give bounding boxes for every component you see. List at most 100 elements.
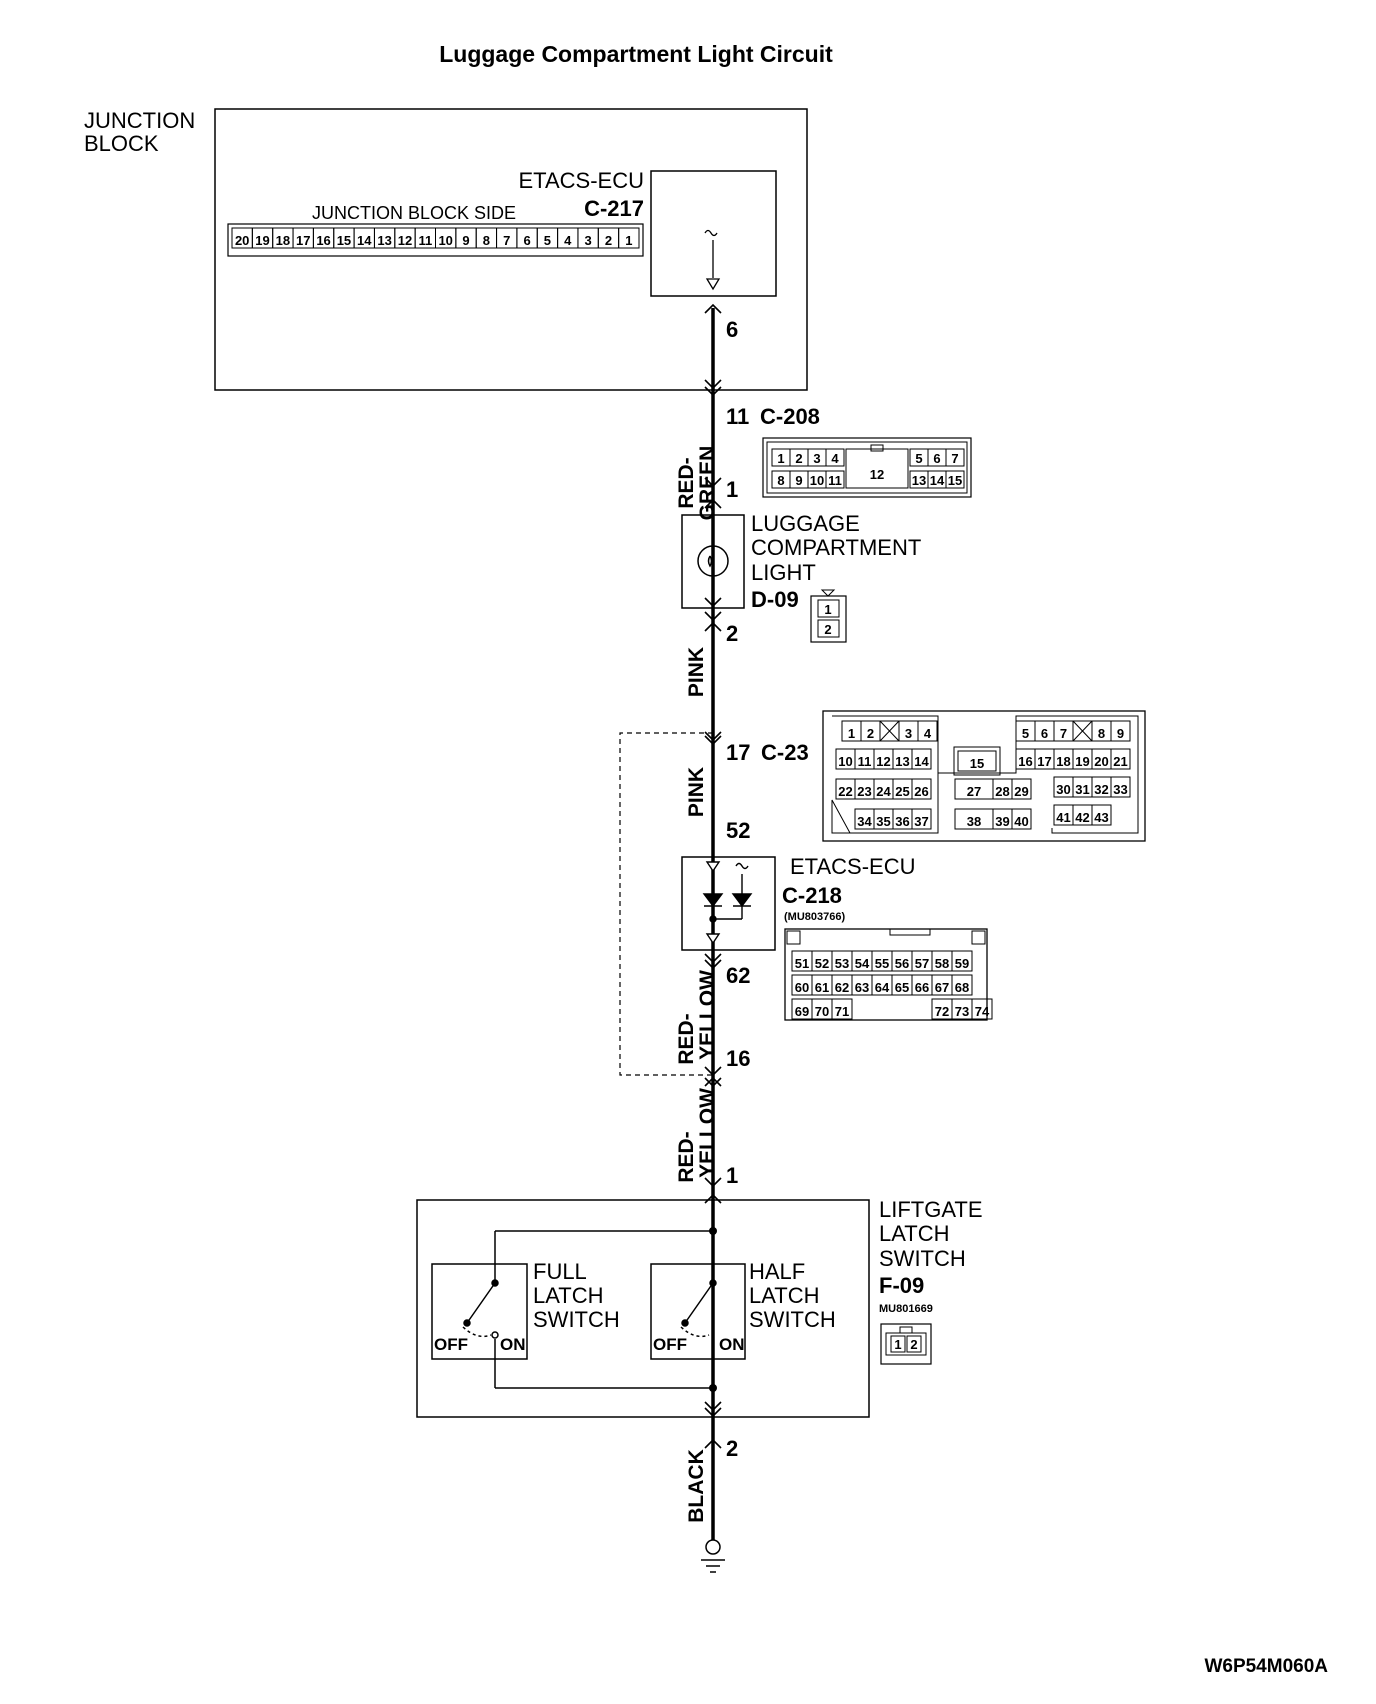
- c217-pin-13: 13: [377, 233, 391, 248]
- c23-pin-29-cell: [1011, 778, 1032, 800]
- c23-pin-6: 6: [1041, 726, 1048, 741]
- ecu-source-symbol: [704, 229, 721, 291]
- full-off-label: OFF: [434, 1335, 468, 1354]
- c23-pin-14: 14: [914, 754, 929, 769]
- c23-pin-34: 34: [857, 814, 872, 829]
- liftgate-label-3: SWITCH: [879, 1246, 966, 1271]
- half-latch-label-1: HALF: [749, 1259, 805, 1284]
- c23-pin-2: 2: [867, 726, 874, 741]
- c23-pin-33-cell: [1110, 776, 1131, 798]
- c23-pin-24: 24: [876, 784, 891, 799]
- c218-pin-74-cell: [971, 998, 993, 1020]
- c218-pin-60: 60: [795, 980, 809, 995]
- c23-pin-42: 42: [1075, 810, 1089, 825]
- c218-pin-72: 72: [935, 1004, 949, 1019]
- c208-pin-15-cell: [945, 470, 965, 489]
- c208-pin-13: 13: [912, 473, 926, 488]
- c23-pin-27: 27: [967, 784, 981, 799]
- half-on-label: ON: [719, 1335, 745, 1354]
- c23-pin-4-cell: [917, 720, 938, 742]
- c23-pin-35: 35: [876, 814, 890, 829]
- chevron-extra-4: [704, 953, 722, 964]
- c218-pin-69: 69: [795, 1004, 809, 1019]
- c218-pin-53: 53: [835, 956, 849, 971]
- liftgate-switch-box: [416, 1199, 870, 1418]
- c23-pin-29: 29: [1014, 784, 1028, 799]
- c218-pin-64: 64: [875, 980, 890, 995]
- c23-pin-43: 43: [1094, 810, 1108, 825]
- c217-pin-17: 17: [296, 233, 310, 248]
- c208-pin-6: 6: [933, 451, 940, 466]
- terminal-62: 62: [726, 963, 750, 988]
- c208-pin-14: 14: [930, 473, 945, 488]
- chevron-down-3: [704, 959, 722, 970]
- terminal-2-d09: 2: [726, 621, 738, 646]
- c208-pin-4: 4: [831, 451, 839, 466]
- luggage-light-label-1: LUGGAGE: [751, 511, 860, 536]
- c218-pin-71: 71: [835, 1004, 849, 1019]
- terminal-2-f09: 2: [726, 1436, 738, 1461]
- full-latch-label-2: LATCH: [533, 1283, 604, 1308]
- chevron-extra-1: [704, 477, 722, 488]
- chevron-extra-3: [704, 735, 722, 746]
- f09-pin-1: 1: [894, 1337, 901, 1352]
- chevron-extra-0: [704, 386, 722, 397]
- terminal-6: 6: [726, 317, 738, 342]
- half-latch-switch-box: [650, 1263, 746, 1360]
- connector-markers: [704, 303, 722, 1449]
- f09-pin-2: 2: [910, 1337, 917, 1352]
- c23-pin-40: 40: [1014, 814, 1028, 829]
- c23-pin-26-cell: [911, 778, 932, 800]
- c217-pin-12: 12: [398, 233, 412, 248]
- c218-pin-51: 51: [795, 956, 809, 971]
- diode-icon: [702, 861, 753, 945]
- luggage-light-label-3: LIGHT: [751, 560, 816, 585]
- c218-pin-68-cell: [951, 974, 973, 996]
- chevron-down-2: [704, 731, 722, 742]
- c218-pin-55: 55: [875, 956, 889, 971]
- wire-red-yellow-1b: YELLOW: [696, 970, 719, 1060]
- c23-pin-12: 12: [876, 754, 890, 769]
- terminal-52: 52: [726, 818, 750, 843]
- connector-c218: C-218: [782, 883, 842, 908]
- c217-pin-16: 16: [316, 233, 330, 248]
- wire-red-green-2: GREEN: [696, 446, 719, 521]
- c23-pin-37: 37: [914, 814, 928, 829]
- full-latch-switch-icon: [462, 1279, 499, 1339]
- terminal-11: 11: [726, 404, 749, 429]
- c208-pin-12: 12: [870, 467, 884, 482]
- c217-pin-1-cell: [618, 227, 640, 249]
- c217-pin-15: 15: [337, 233, 351, 248]
- c23-pin-36: 36: [895, 814, 909, 829]
- c23-pin-7: 7: [1060, 726, 1067, 741]
- terminal-16: 16: [726, 1046, 750, 1071]
- terminal-17: 17: [726, 740, 750, 765]
- page-title: Luggage Compartment Light Circuit: [439, 41, 833, 67]
- chevron-extra-7: [704, 1407, 722, 1418]
- c23-pin-16: 16: [1018, 754, 1032, 769]
- c217-pin-2: 2: [605, 233, 612, 248]
- dashed-joint-line: [619, 732, 713, 1076]
- c23-pin-1: 1: [848, 726, 855, 741]
- junction-block-box: [214, 108, 808, 391]
- luggage-light-label-2: COMPARTMENT: [751, 535, 921, 560]
- c23-pin-15: 15: [970, 756, 984, 771]
- c218-pin-56: 56: [895, 956, 909, 971]
- c218-pin-74: 74: [975, 1004, 990, 1019]
- c23-pin-40-cell: [1011, 808, 1032, 830]
- c23-pin-10: 10: [838, 754, 852, 769]
- c208-pin-7: 7: [951, 451, 958, 466]
- c218-pin-54: 54: [855, 956, 870, 971]
- c23-pin-20: 20: [1094, 754, 1108, 769]
- full-latch-switch-box: [431, 1263, 528, 1360]
- etacs-ecu-label-2: ETACS-ECU: [790, 854, 916, 879]
- c23-pin-21: 21: [1113, 754, 1127, 769]
- c217-pin-18: 18: [276, 233, 290, 248]
- c217-pin-19: 19: [255, 233, 269, 248]
- c23-pin-13: 13: [895, 754, 909, 769]
- switch-wiring: [494, 1230, 713, 1389]
- chevron-down-4: [704, 1066, 722, 1077]
- c23-pin-14-cell: [911, 748, 932, 770]
